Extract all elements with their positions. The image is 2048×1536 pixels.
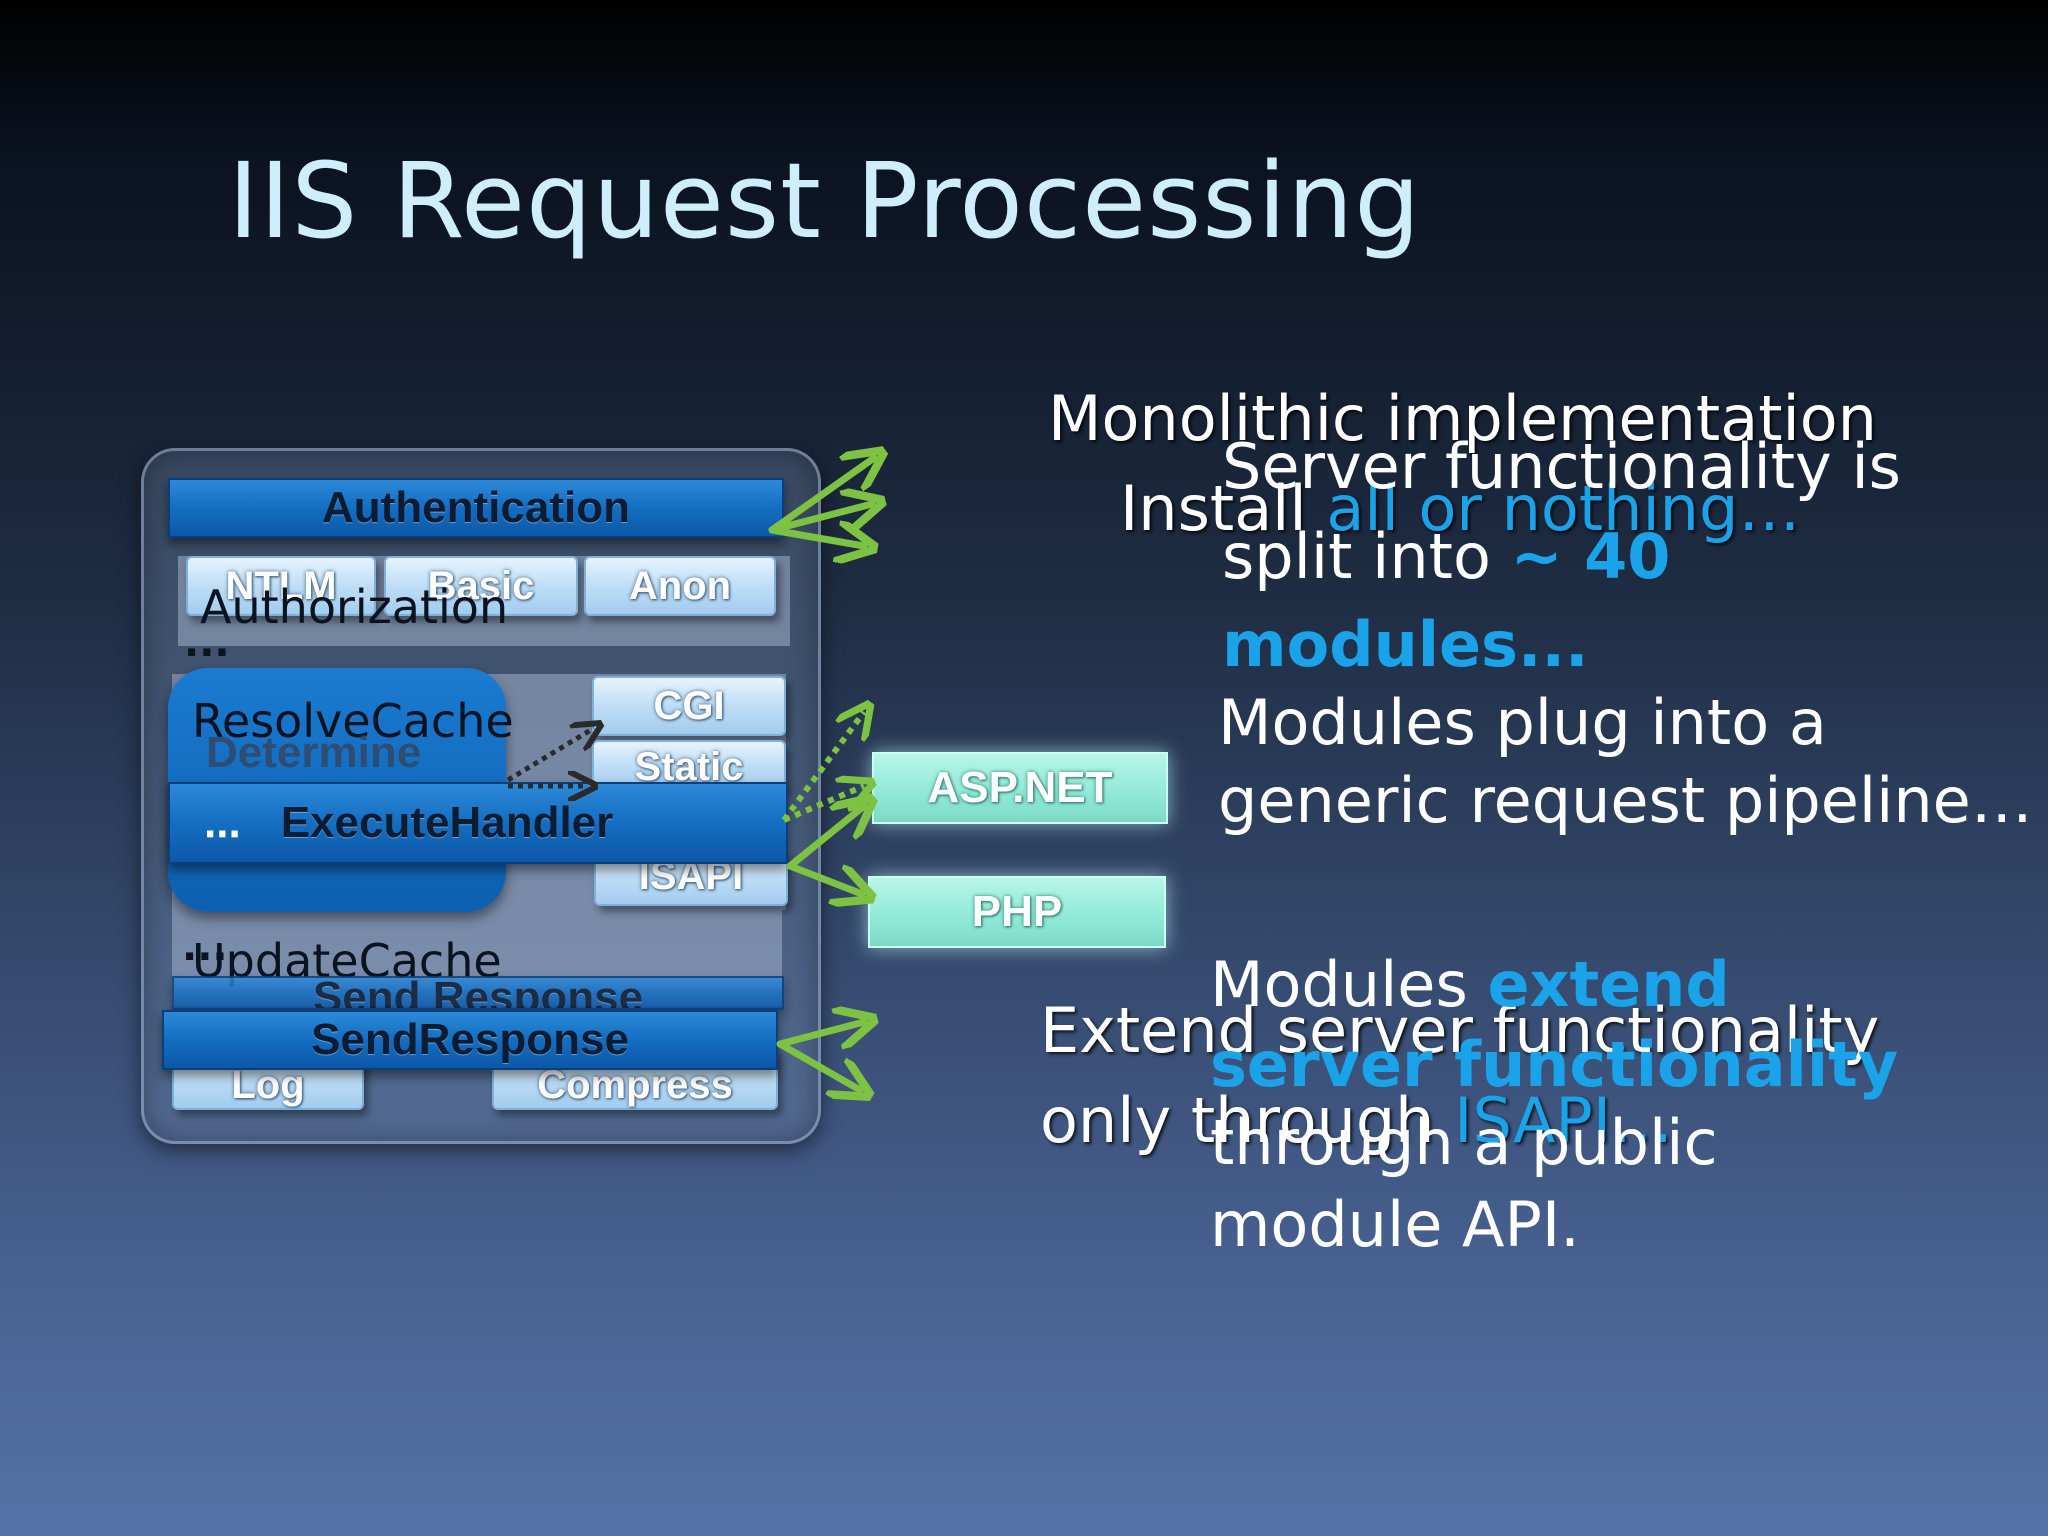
- extend-accent: extend: [1487, 948, 1730, 1021]
- authorization-label: Authorization: [200, 580, 509, 634]
- php-extension: PHP: [868, 876, 1166, 948]
- cgi-module: CGI: [592, 676, 786, 736]
- handler-arrows-dotted: [781, 712, 864, 823]
- extend-text: Extend server functionality: [1040, 994, 1880, 1067]
- modules-extend-text: Modules extend: [1210, 954, 1730, 1016]
- send-response-ghost-label: Send Response: [312, 976, 644, 1010]
- isapi-accent: ISAPI…: [1454, 1084, 1674, 1157]
- through-public-text: through a public: [1210, 1106, 1718, 1179]
- execute-handler-label: ExecuteHandler: [280, 798, 614, 847]
- determine-label: Determine: [206, 728, 422, 777]
- split-into-prefix: split into: [1222, 520, 1511, 593]
- server-functionality-text: Server functionality is: [1222, 430, 1901, 503]
- all-or-nothing: all or nothing…: [1326, 472, 1801, 545]
- only-through-text: only through ISAPI…: [1040, 1090, 1673, 1152]
- server-functionality-accent: server functionality: [1210, 1028, 1899, 1101]
- execute-prefix: ...: [204, 798, 241, 847]
- send-response-bar: SendResponse: [162, 1010, 778, 1070]
- basic-module: Basic: [384, 556, 578, 616]
- split-into-text: split into ~ 40: [1222, 526, 1670, 588]
- generic-pipeline-text: generic request pipeline…: [1218, 764, 2033, 837]
- send-response-arrows: [776, 1022, 864, 1090]
- ntlm-module: NTLM: [186, 556, 376, 616]
- slide-title: IIS Request Processing: [228, 140, 1422, 262]
- install-text: Install all or nothing…: [1120, 478, 1800, 540]
- ellipsis-label: ...: [184, 620, 230, 666]
- authentication-arrows: [768, 458, 874, 546]
- handler-arrows-solid: [786, 806, 864, 894]
- modules-extend-prefix: Modules: [1210, 948, 1488, 1021]
- modules-accent: modules...: [1222, 608, 1589, 681]
- ellipsis-label-2: ...: [182, 924, 228, 970]
- determine-arrows: [506, 728, 594, 786]
- resolve-cache-label: ResolveCache: [192, 694, 514, 748]
- modules-plug-text: Modules plug into a: [1218, 686, 1827, 759]
- install-prefix: Install: [1120, 472, 1327, 545]
- only-through-prefix: only through: [1040, 1084, 1455, 1157]
- forty-accent: ~ 40: [1510, 520, 1671, 593]
- authentication-bar: Authentication: [168, 478, 784, 538]
- anon-module: Anon: [584, 556, 776, 616]
- execute-handler-bar: ... ExecuteHandler: [168, 782, 788, 864]
- monolithic-text: Monolithic implementation: [1048, 382, 1877, 455]
- module-api-text: module API.: [1210, 1188, 1580, 1261]
- send-response-ghost-bar: Send Response: [172, 976, 784, 1010]
